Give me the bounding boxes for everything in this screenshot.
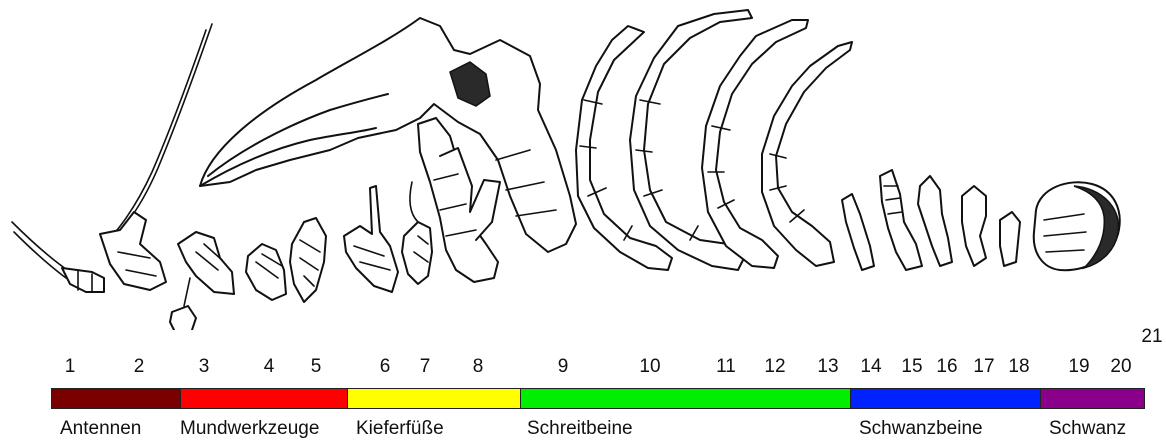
tail-fan-icon xyxy=(1034,182,1120,270)
number-12: 12 xyxy=(764,356,785,378)
number-16: 16 xyxy=(936,356,957,378)
number-9: 9 xyxy=(558,356,569,378)
group-bar-schwanzbeine xyxy=(850,388,1041,409)
group-bar-mundwerkzeuge xyxy=(180,388,348,409)
number-18: 18 xyxy=(1008,356,1029,378)
swimmeret-18-icon xyxy=(1000,212,1020,266)
maxilla-2-icon xyxy=(290,218,326,302)
number-10: 10 xyxy=(639,356,660,378)
number-6: 6 xyxy=(380,356,391,378)
number-1: 1 xyxy=(65,356,76,378)
group-label-mundwerkzeuge: Mundwerkzeuge xyxy=(180,418,319,440)
number-3: 3 xyxy=(199,356,210,378)
group-bar-antennen xyxy=(51,388,181,409)
mandible-icon xyxy=(170,232,234,330)
antenna-1-icon xyxy=(12,222,104,292)
swimmeret-16-icon xyxy=(918,176,952,266)
number-13: 13 xyxy=(817,356,838,378)
number-4: 4 xyxy=(264,356,275,378)
group-bar-schwanz xyxy=(1040,388,1145,409)
group-label-schwanz: Schwanz xyxy=(1049,418,1126,440)
maxilla-1-icon xyxy=(246,244,286,300)
number-17: 17 xyxy=(973,356,994,378)
swimmeret-14-icon xyxy=(842,194,874,270)
appendages-illustration xyxy=(0,0,1166,330)
number-11: 11 xyxy=(716,356,736,378)
swimmeret-15-icon xyxy=(880,170,922,270)
group-label-kieferfuesse: Kieferfüße xyxy=(356,418,444,440)
maxilliped-2-icon xyxy=(402,182,432,284)
group-label-schreitbeine: Schreitbeine xyxy=(527,418,633,440)
walking-leg-13-icon xyxy=(762,42,852,266)
number-8: 8 xyxy=(473,356,484,378)
number-5: 5 xyxy=(311,356,322,378)
number-14: 14 xyxy=(860,356,881,378)
group-bar-kieferfuesse xyxy=(347,388,521,409)
number-20: 20 xyxy=(1110,356,1131,378)
group-label-schwanzbeine: Schwanzbeine xyxy=(859,418,983,440)
number-2: 2 xyxy=(134,356,145,378)
number-21: 21 xyxy=(1141,326,1162,348)
number-15: 15 xyxy=(901,356,922,378)
swimmeret-17-icon xyxy=(962,186,986,266)
number-7: 7 xyxy=(420,356,431,378)
claw-leg-icon xyxy=(200,18,576,252)
maxilliped-1-icon xyxy=(344,186,398,292)
group-bar-schreitbeine xyxy=(520,388,851,409)
number-19: 19 xyxy=(1068,356,1089,378)
group-label-antennen: Antennen xyxy=(60,418,141,440)
